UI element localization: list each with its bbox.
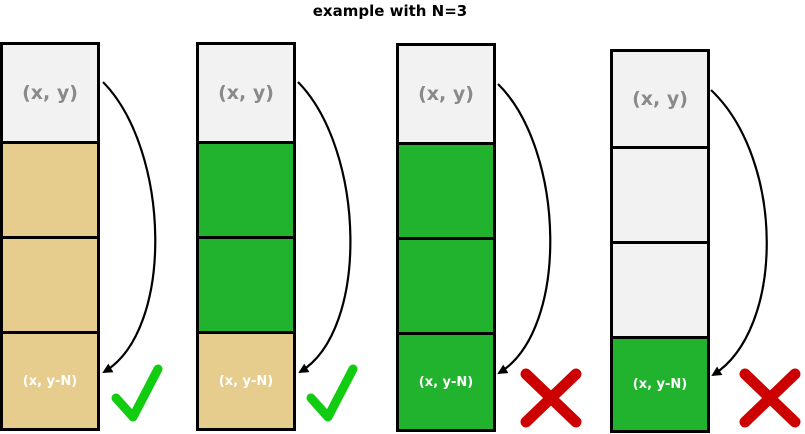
cell-bottom: (x, y-N) xyxy=(199,331,293,428)
cross-icon xyxy=(739,368,801,428)
arrow-2 xyxy=(297,81,352,374)
arrow-1 xyxy=(102,81,157,374)
cell-middle xyxy=(613,146,707,241)
cell-middle xyxy=(3,141,97,236)
cell-bottom: (x, y-N) xyxy=(613,336,707,430)
cell-middle xyxy=(3,236,97,331)
column-1: (x, y) (x, y-N) xyxy=(0,42,100,431)
cell-top: (x, y) xyxy=(3,45,97,141)
cell-bottom: (x, y-N) xyxy=(399,332,493,429)
cell-middle xyxy=(399,237,493,332)
cross-icon xyxy=(520,368,582,428)
column-3: (x, y) (x, y-N) xyxy=(396,43,496,432)
check-icon xyxy=(306,364,358,422)
cell-middle xyxy=(199,236,293,331)
cell-middle xyxy=(613,241,707,336)
cell-middle xyxy=(199,141,293,236)
arrow-3 xyxy=(497,83,552,375)
cell-top: (x, y) xyxy=(613,52,707,146)
column-2: (x, y) (x, y-N) xyxy=(196,42,296,431)
cell-bottom: (x, y-N) xyxy=(3,331,97,428)
diagram-title: example with N=3 xyxy=(312,2,468,20)
cell-top: (x, y) xyxy=(199,45,293,141)
arrow-4 xyxy=(710,89,768,377)
check-icon xyxy=(111,364,163,422)
cell-middle xyxy=(399,142,493,237)
column-4: (x, y) (x, y-N) xyxy=(610,49,710,433)
cell-top: (x, y) xyxy=(399,46,493,142)
